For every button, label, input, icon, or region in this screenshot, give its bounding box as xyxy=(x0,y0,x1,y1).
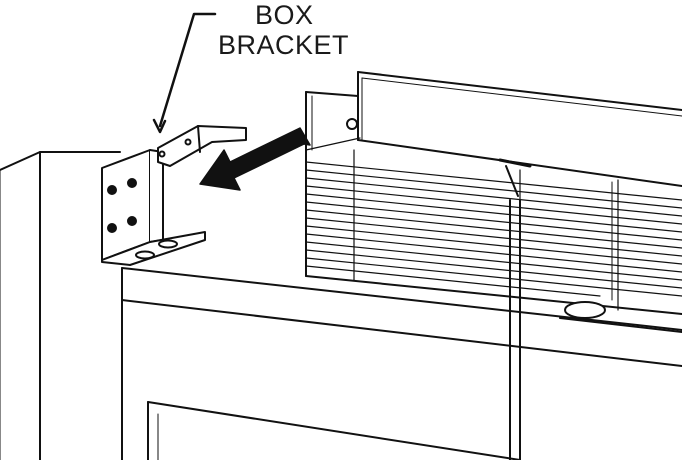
box-bracket xyxy=(101,125,247,266)
stacked-slats xyxy=(305,137,682,315)
callout-label-line2: BRACKET xyxy=(218,30,350,60)
tilt-wand xyxy=(498,158,532,461)
bottom-rail xyxy=(559,301,682,333)
window-frame xyxy=(0,151,682,461)
install-direction-arrow xyxy=(199,127,311,191)
callout-leader xyxy=(152,12,217,134)
callout-label-line1: BOX xyxy=(255,0,314,30)
